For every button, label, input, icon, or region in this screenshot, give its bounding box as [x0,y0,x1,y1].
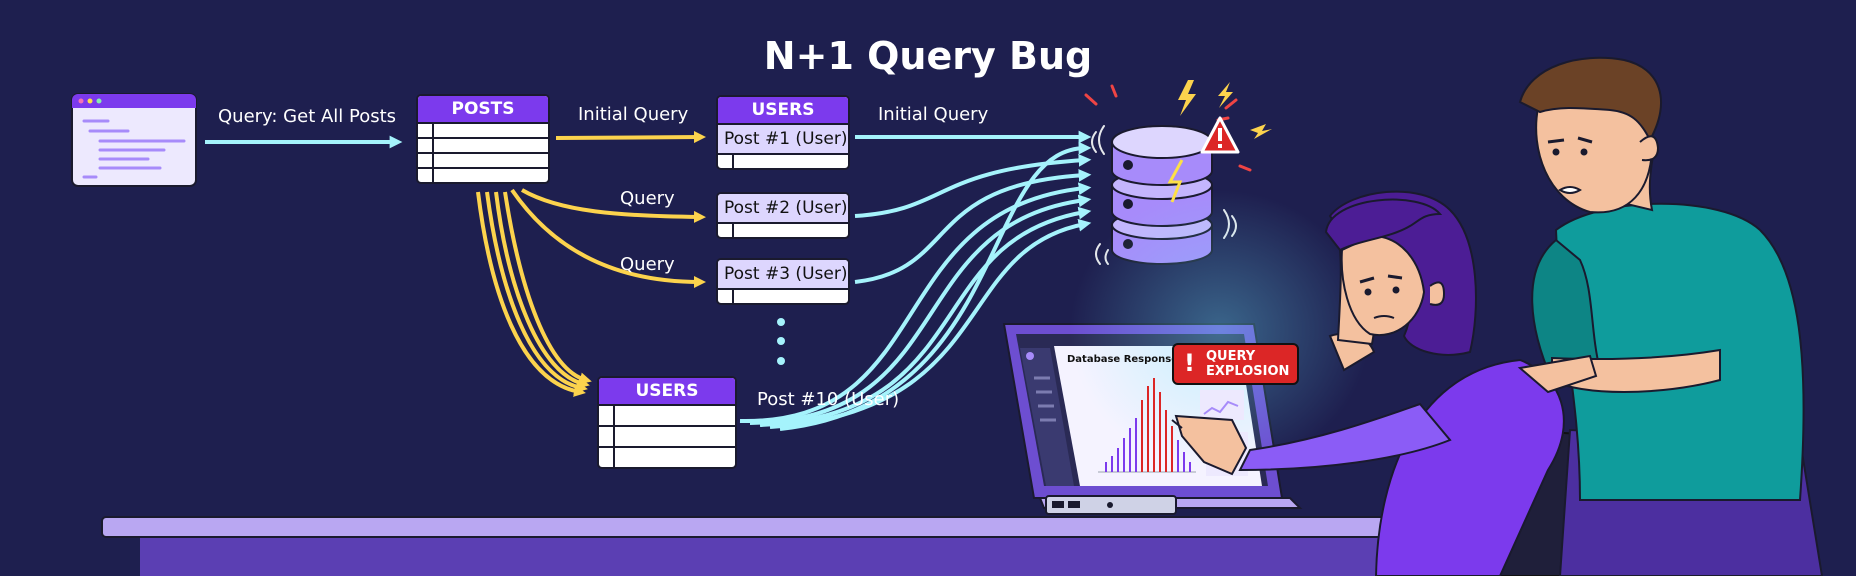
table-row [718,290,848,303]
initial-query-arrows [739,130,1092,431]
table-row [418,169,548,182]
label-initial-query-db: Initial Query [878,104,989,125]
warning-icon [1200,116,1240,154]
table-row [718,155,848,168]
lightning-icon [1178,80,1272,139]
query-arrows [476,131,706,397]
screen-chart-title: Database Response Time [1067,354,1209,365]
query-explosion-badge: ! QUERY EXPLOSION [1172,343,1300,385]
badge-line-1: QUERY [1206,349,1256,364]
users-table-bottom: USERS [597,376,737,469]
post-2-user-row: Post #2 (User) [718,194,848,224]
ellipsis-dots [777,318,785,365]
table-row [418,124,548,139]
posts-table: POSTS [416,94,550,184]
users-table-top: USERS Post #1 (User) [716,95,850,170]
diagram-title: N+1 Query Bug [763,34,1093,78]
users-table-header: USERS [599,378,735,406]
post-1-user-row: Post #1 (User) [718,125,848,155]
post-2-user-box: Post #2 (User) [716,192,850,239]
label-query-3: Query [620,254,675,275]
label-post-10: Post #10 (User) [757,389,900,410]
man-developer [1517,56,1824,576]
post-3-user-row: Post #3 (User) [718,260,848,290]
woman-developer [1171,190,1565,576]
table-row [418,139,548,154]
alert-icon: ! [1184,349,1195,377]
table-row [418,154,548,169]
screen-glow [1070,190,1370,470]
badge-line-2: EXPLOSION [1206,364,1290,379]
label-get-all-posts: Query: Get All Posts [218,106,397,127]
table-row [599,406,735,427]
label-query-2: Query [620,188,675,209]
label-initial-query-posts: Initial Query [578,104,689,125]
desk [101,516,1433,576]
table-row [599,427,735,448]
posts-table-header: POSTS [418,96,548,124]
code-window-icon [71,93,197,187]
post-3-user-box: Post #3 (User) [716,258,850,305]
table-row [599,448,735,467]
users-table-header: USERS [718,97,848,125]
table-row [718,224,848,237]
